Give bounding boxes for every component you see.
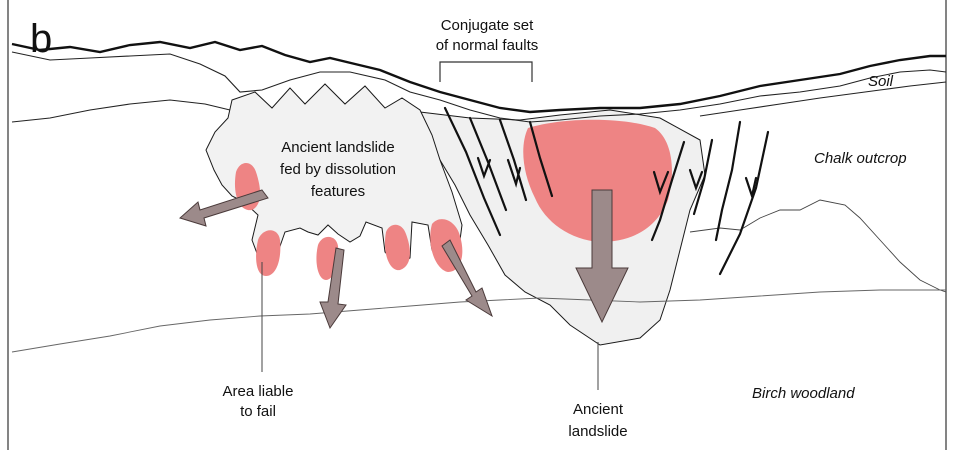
chalk-lower-line: [690, 200, 946, 292]
label-landslide-top-line3: features: [311, 183, 365, 200]
label-area-line2: to fail: [240, 403, 276, 420]
label-area-line1: Area liable: [223, 383, 294, 400]
fault-7: [716, 122, 740, 240]
label-landslide-top-line2: fed by dissolution: [280, 161, 396, 178]
label-landslide-top-line1: Ancient landslide: [281, 139, 394, 156]
faults-bracket: [440, 62, 532, 82]
arrow-down-right: [442, 240, 492, 316]
label-soil: Soil: [868, 73, 894, 90]
label-birch: Birch woodland: [752, 385, 855, 402]
label-faults-line1: Conjugate set: [441, 17, 534, 34]
failure-zone-bottom-1: [256, 230, 280, 276]
label-faults-line2: of normal faults: [436, 37, 539, 54]
label-chalk: Chalk outcrop: [814, 150, 907, 167]
fault-8: [720, 132, 768, 274]
label-ancient-line1: Ancient: [573, 401, 624, 418]
label-ancient-line2: landslide: [568, 423, 627, 440]
panel-letter: b: [30, 17, 52, 61]
